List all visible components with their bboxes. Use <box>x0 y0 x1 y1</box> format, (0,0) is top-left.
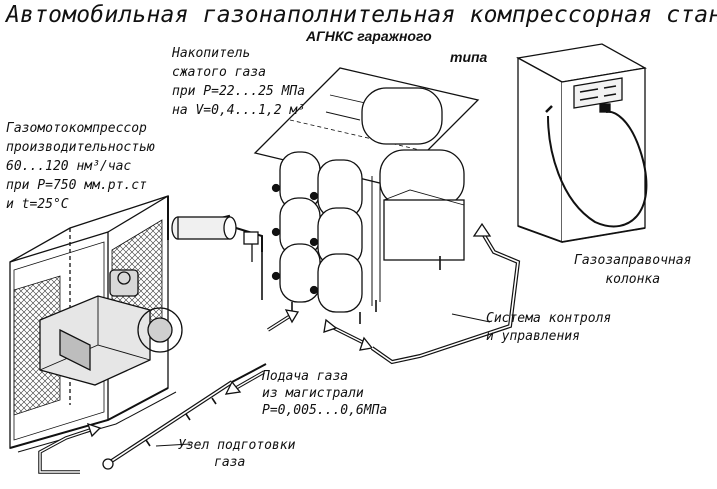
prep-label-line: газа <box>214 455 246 470</box>
compressor-label-line: Газомотокомпрессор <box>6 121 147 136</box>
control-label-line: Система контроля <box>486 311 612 326</box>
storage-label-line: сжатого газа <box>172 65 266 80</box>
dispenser-label-line: колонка <box>605 272 661 287</box>
supply-label-line: Подача газа <box>262 369 349 384</box>
compressor-label-line: производительностью <box>6 140 155 155</box>
compressor-unit-icon <box>9 194 231 453</box>
diagram-subtitle-line2: типа <box>450 49 488 65</box>
compressor-label-line: 60...120 нм³/час <box>6 159 132 174</box>
diagram-title: Автомобильная газонаполнительная компрес… <box>6 2 717 28</box>
storage-label: Накопитель сжатого газа при P=22...25 МП… <box>172 44 305 120</box>
compressor-label-line: при P=750 мм.рт.ст <box>6 178 147 193</box>
gas-cylinder-rack-icon <box>253 67 480 324</box>
control-system-label: Система контроля и управления <box>486 310 611 346</box>
dispenser-label: Газозаправочная колонка <box>574 251 691 289</box>
flow-arrow-icon <box>38 111 521 474</box>
storage-label-line: при P=22...25 МПа <box>172 84 306 99</box>
gas-preparation-label: Узел подготовки газа <box>178 437 295 471</box>
supply-label-line: из магистрали <box>262 386 364 401</box>
diagram-subtitle-line1: АГНКС гаражного <box>306 28 432 44</box>
control-label-line: и управления <box>486 329 580 344</box>
dispenser-label-line: Газозаправочная <box>574 253 692 268</box>
filter-unit-icon <box>102 363 267 470</box>
fuel-dispenser-icon <box>516 43 648 243</box>
compressor-label: Газомотокомпрессор производительностью 6… <box>6 119 155 214</box>
storage-label-line: Накопитель <box>172 46 251 61</box>
compressor-label-line: и t=25°C <box>6 197 69 212</box>
supply-label-line: P=0,005...0,6МПа <box>262 403 388 418</box>
storage-label-line: на V=0,4...1,2 м³ <box>172 103 306 118</box>
prep-label-line: Узел подготовки <box>178 438 296 453</box>
top-filter-icon <box>171 216 263 300</box>
gas-supply-label: Подача газа из магистрали P=0,005...0,6М… <box>262 368 387 419</box>
